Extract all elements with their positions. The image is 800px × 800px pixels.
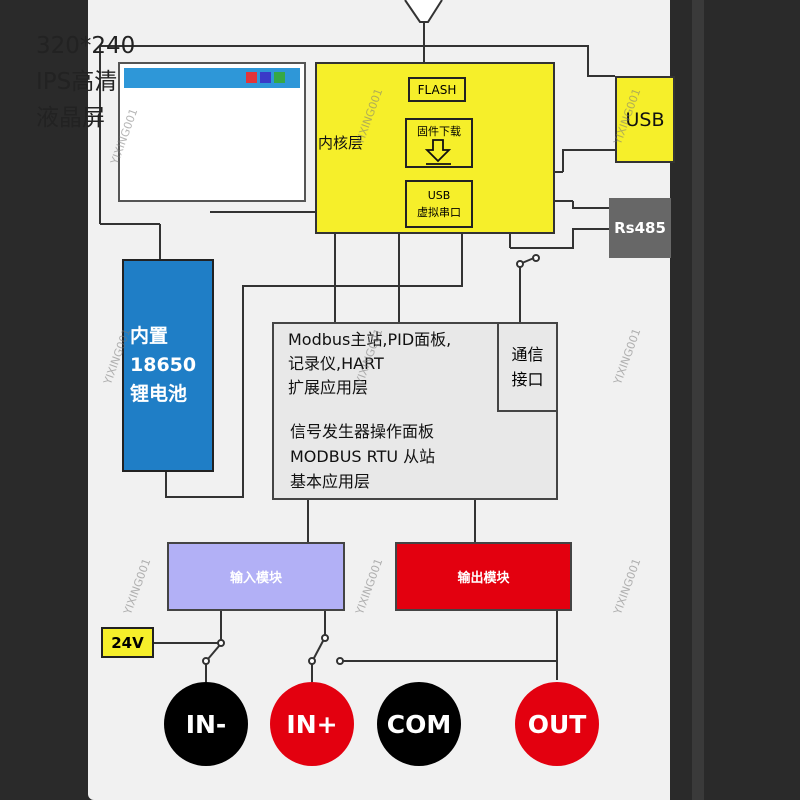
terminal-in-plus-label: IN+ (286, 709, 338, 739)
comm-line-1: 通信 (511, 345, 544, 364)
firmware-download-label: 固件下载 (417, 125, 461, 138)
output-module: 输出模块 (395, 542, 572, 611)
app-line-2: 记录仪,HART (288, 354, 384, 373)
terminal-com-label: COM (386, 709, 452, 739)
usb-serial-line-1: USB (427, 189, 451, 202)
base-line-1: 信号发生器操作面板 (290, 422, 435, 441)
comm-interface-block: 通信接口 (497, 322, 558, 412)
flash-block: FLASH (408, 77, 466, 102)
lcd-line-3: 液晶屏 (36, 105, 105, 131)
comm-line-2: 接口 (511, 370, 544, 389)
download-arrow-icon (424, 139, 452, 165)
terminal-in-minus: IN- (164, 682, 248, 766)
usb-virtual-serial-block: USB 虚拟串口 (405, 180, 473, 228)
basic-app-layer-text: 信号发生器操作面板 MODBUS RTU 从站 基本应用层 (290, 419, 435, 494)
green-square-icon (274, 72, 285, 83)
edge-strip (692, 0, 704, 800)
battery-block: 内置 18650 锂电池 (122, 259, 214, 472)
lcd-screen (118, 62, 306, 202)
core-layer-label: 内核层 (318, 134, 364, 152)
extended-app-layer-text: Modbus主站,PID面板, 记录仪,HART 扩展应用层 (288, 328, 451, 400)
battery-line-1: 内置 (130, 325, 169, 347)
terminal-in-minus-label: IN- (185, 709, 227, 739)
lcd-line-2: IPS高清 (36, 69, 118, 95)
lcd-description: 320*240 IPS高清 液晶屏 (36, 28, 135, 136)
24v-supply-label: 24V (101, 627, 154, 658)
rs485-port: Rs485 (609, 198, 671, 258)
app-line-1: Modbus主站,PID面板, (288, 330, 452, 349)
red-square-icon (246, 72, 257, 83)
terminal-in-plus: IN+ (270, 682, 354, 766)
input-module: 输入模块 (167, 542, 345, 611)
base-line-3: 基本应用层 (290, 472, 371, 491)
blue-square-icon (260, 72, 271, 83)
base-line-2: MODBUS RTU 从站 (290, 447, 436, 466)
usb-port: USB (615, 76, 675, 163)
terminal-com: COM (377, 682, 461, 766)
battery-line-3: 锂电池 (130, 383, 188, 405)
usb-serial-line-2: 虚拟串口 (417, 206, 461, 219)
lcd-line-1: 320*240 (36, 33, 136, 59)
terminal-out: OUT (515, 682, 599, 766)
terminal-out-label: OUT (527, 709, 587, 739)
battery-line-2: 18650 (130, 354, 197, 376)
app-line-3: 扩展应用层 (288, 378, 369, 397)
